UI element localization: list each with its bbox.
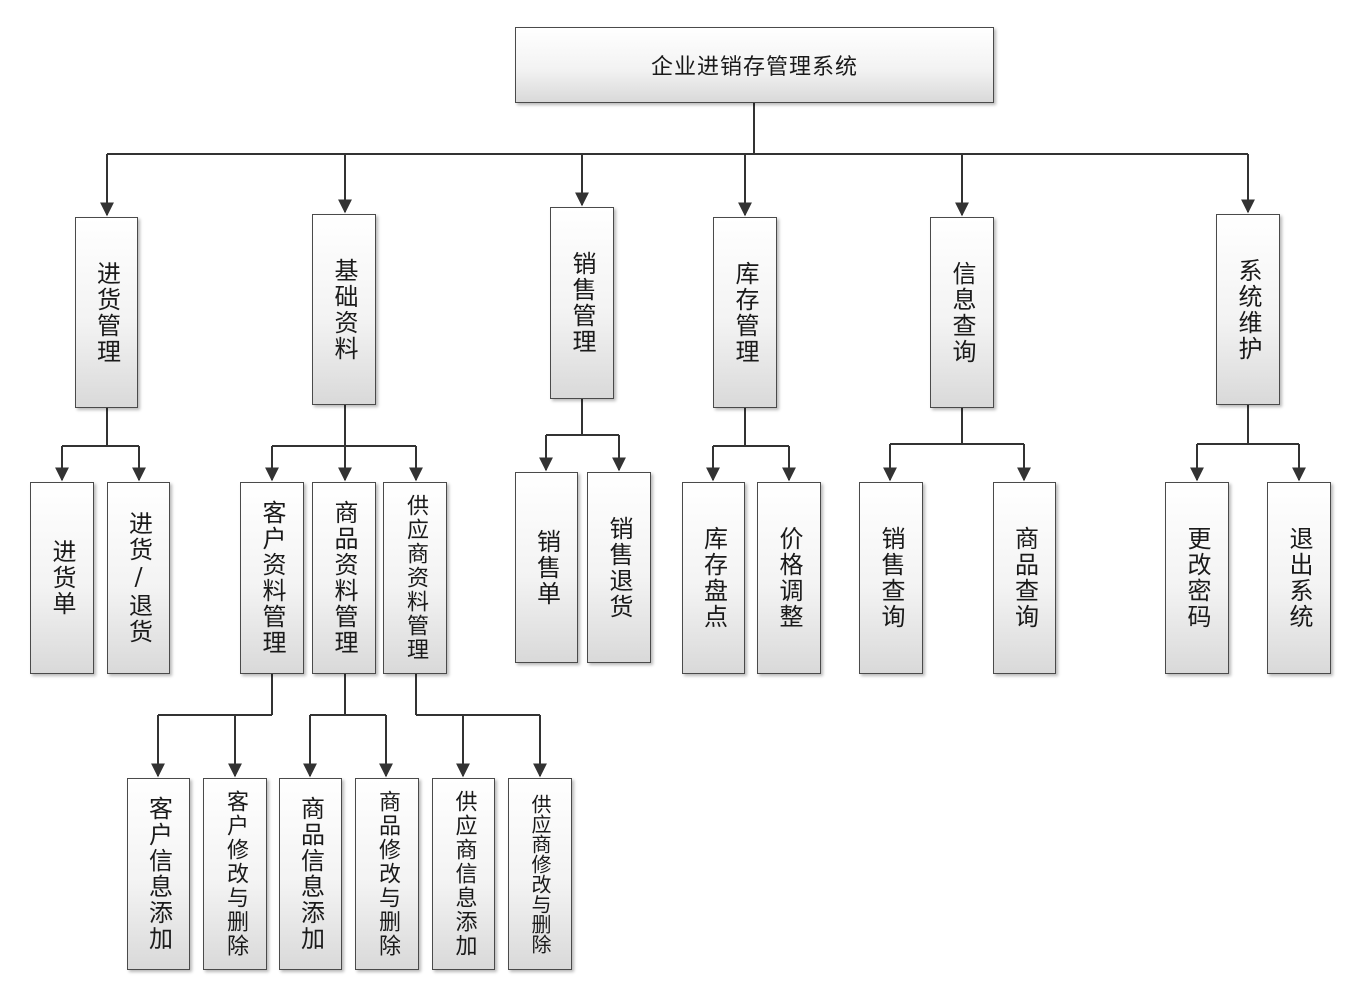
node-label: 供应商修改与删除 [528, 794, 552, 954]
node-label: 销售管理 [568, 251, 596, 355]
node-product-edit-delete: 商品修改与删除 [355, 778, 419, 970]
node-inventory-management: 库存管理 [713, 217, 777, 408]
node-label: 销售退货 [605, 515, 633, 620]
node-sales-return: 销售退货 [587, 472, 651, 663]
node-label: 信息查询 [948, 260, 976, 365]
node-label: 客户修改与删除 [223, 790, 248, 958]
node-exit-system: 退出系统 [1267, 482, 1331, 674]
node-price-adjust: 价格调整 [757, 482, 821, 674]
node-customer-add: 客户信息添加 [127, 778, 190, 970]
node-label: 供应商资料管理 [403, 494, 428, 662]
node-customer-data-management: 客户资料管理 [240, 482, 304, 674]
node-label: 退出系统 [1285, 526, 1313, 630]
node-supplier-data-management: 供应商资料管理 [383, 482, 447, 674]
node-label: 商品查询 [1010, 526, 1039, 630]
node-label: 系统维护 [1234, 257, 1262, 362]
node-product-query: 商品查询 [993, 482, 1056, 674]
node-supplier-add: 供应商信息添加 [432, 778, 495, 970]
node-label: 销售单 [532, 528, 561, 607]
node-customer-edit-delete: 客户修改与删除 [203, 778, 267, 970]
node-info-query: 信息查询 [930, 217, 994, 408]
node-purchase-order: 进货单 [30, 482, 94, 674]
node-sales-query: 销售查询 [859, 482, 923, 674]
node-purchase-return: 进货/退货 [107, 482, 170, 674]
node-stock-take: 库存盘点 [682, 482, 745, 674]
node-label: 商品修改与删除 [375, 790, 400, 958]
node-label: 供应商信息添加 [451, 790, 477, 958]
node-product-data-management: 商品资料管理 [312, 482, 376, 674]
node-system-maintenance: 系统维护 [1216, 214, 1280, 405]
node-basic-data: 基础资料 [312, 214, 376, 405]
node-sales-order: 销售单 [515, 472, 578, 663]
node-label: 库存盘点 [699, 526, 728, 630]
node-label: 基础资料 [330, 257, 358, 362]
node-change-password: 更改密码 [1165, 482, 1229, 674]
node-supplier-edit-delete: 供应商修改与删除 [508, 778, 572, 970]
root-node: 企业进销存管理系统 [515, 27, 994, 103]
node-label: 进货管理 [92, 260, 121, 365]
node-label: 客户信息添加 [144, 796, 173, 952]
node-label: 库存管理 [731, 260, 759, 365]
root-node-label: 企业进销存管理系统 [650, 55, 858, 80]
node-purchase-management: 进货管理 [75, 217, 138, 408]
node-label: 进货/退货 [124, 511, 153, 645]
node-product-add: 商品信息添加 [279, 778, 342, 970]
node-label: 销售查询 [877, 526, 905, 630]
node-label: 价格调整 [775, 526, 803, 630]
node-label: 商品资料管理 [330, 500, 358, 656]
node-sales-management: 销售管理 [550, 207, 614, 399]
node-label: 商品信息添加 [296, 796, 325, 952]
node-label: 更改密码 [1183, 526, 1211, 630]
node-label: 客户资料管理 [258, 500, 286, 656]
node-label: 进货单 [48, 539, 76, 617]
